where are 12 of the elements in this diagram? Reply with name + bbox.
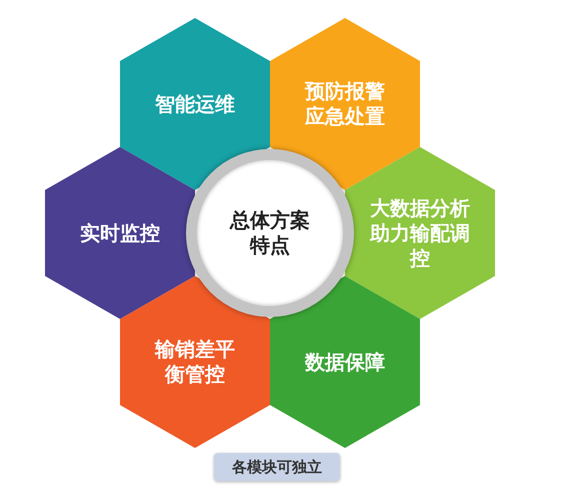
tile-label: 智能运维 <box>155 92 235 116</box>
tile-label: 输销差平衡管控 <box>154 337 236 387</box>
tile-label: 数据保障 <box>305 350 385 374</box>
tile-label: 大数据分析助力输配调控 <box>368 196 471 270</box>
tile-label: 预防报警应急处置 <box>304 79 386 129</box>
hexagon-tile <box>270 276 420 448</box>
hexagon-tile <box>45 147 195 319</box>
hexagon-tile <box>120 276 270 448</box>
tile-label: 实时监控 <box>80 220 160 246</box>
hexagon-tile <box>120 18 270 190</box>
note-tag: 各模块可独立 <box>214 453 340 481</box>
center-label: 总体方案特点 <box>228 208 311 258</box>
